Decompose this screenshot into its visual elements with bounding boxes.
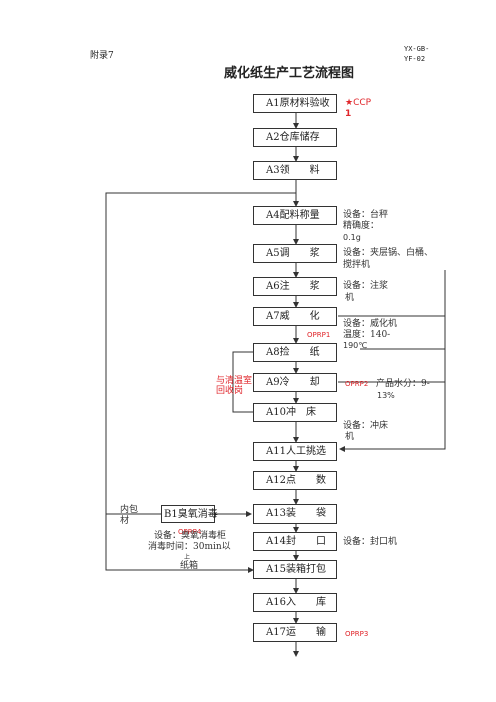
step-a9: A9冷 却 [253, 373, 337, 392]
step-a3: A3领 料 [253, 161, 337, 180]
a4-note-1: 设备：台秤 [343, 210, 389, 220]
a5-note-2: 搅拌机 [343, 260, 371, 270]
inner-bag-label-1: 内包 [120, 505, 139, 515]
a10-note-1: 设备：冲床 [343, 421, 389, 431]
step-a2: A2仓库储存 [253, 128, 337, 147]
step-a5: A5调 浆 [253, 244, 337, 263]
a9-note-2: 13% [377, 391, 395, 400]
page-title: 威化纸生产工艺流程图 [224, 66, 355, 81]
a9-note-1: 产品水分：9- [376, 379, 430, 389]
step-a10: A10冲 床 [253, 403, 337, 422]
inner-bag-label-2: 材 [120, 516, 130, 526]
a6-note-1: 设备：注浆 [343, 281, 389, 291]
step-a17: A17运 输 [253, 623, 337, 642]
a4-note-3: 0.1g [343, 233, 361, 242]
step-a7: A7威 化 [253, 307, 337, 326]
a5-note-1: 设备：夹层锅、白桶、 [343, 248, 434, 258]
step-a14: A14封 口 [253, 532, 337, 551]
oprp3-mark: OPRP3 [345, 630, 369, 638]
step-a12: A12点 数 [253, 471, 337, 490]
doc-code-line2: YF-02 [404, 55, 426, 63]
b1-note-1: 设备：臭氧消毒柜 [154, 531, 227, 541]
b1-note-3: 上 [184, 554, 191, 561]
step-a8: A8捡 纸 [253, 343, 337, 362]
oprp2-mark: OPRP2 [345, 380, 369, 388]
step-b1: B1臭氧消毒 [161, 505, 218, 523]
recycle-label-1: 与清温室 [216, 376, 253, 386]
step-a11: A11人工挑选 [253, 442, 337, 461]
step-a6: A6注 浆 [253, 277, 337, 296]
step-a13: A13装 袋 [253, 504, 337, 524]
a7-note-2: 温度：140- [343, 330, 391, 340]
step-a15: A15装箱打包 [253, 560, 337, 579]
oprp1-mark: OPRP1 [307, 331, 331, 339]
a7-note-3: 190℃ [343, 341, 368, 350]
step-a4: A4配料称量 [253, 206, 337, 225]
b1-note-2: 消毒时间：30min以 [148, 542, 231, 552]
a7-note-1: 设备：威化机 [343, 319, 398, 329]
ccp-mark-line1: ★CCP [345, 98, 372, 108]
a4-note-2: 精确度： [343, 221, 380, 231]
oprp4-mark: OPRP4 [178, 528, 202, 536]
step-a1: A1原材料验收 [253, 94, 337, 113]
recycle-label-2: 回收岗 [216, 386, 244, 396]
step-a16: A16入 库 [253, 593, 337, 612]
appendix-label: 附录7 [90, 51, 114, 61]
a14-note-1: 设备：封口机 [343, 537, 398, 547]
a6-note-2: 机 [345, 293, 355, 303]
doc-code-line1: YX-GB- [404, 45, 430, 53]
ccp-mark-line2: 1 [345, 109, 352, 119]
a10-note-2: 机 [345, 432, 355, 442]
carton-label: 纸箱 [180, 561, 199, 571]
